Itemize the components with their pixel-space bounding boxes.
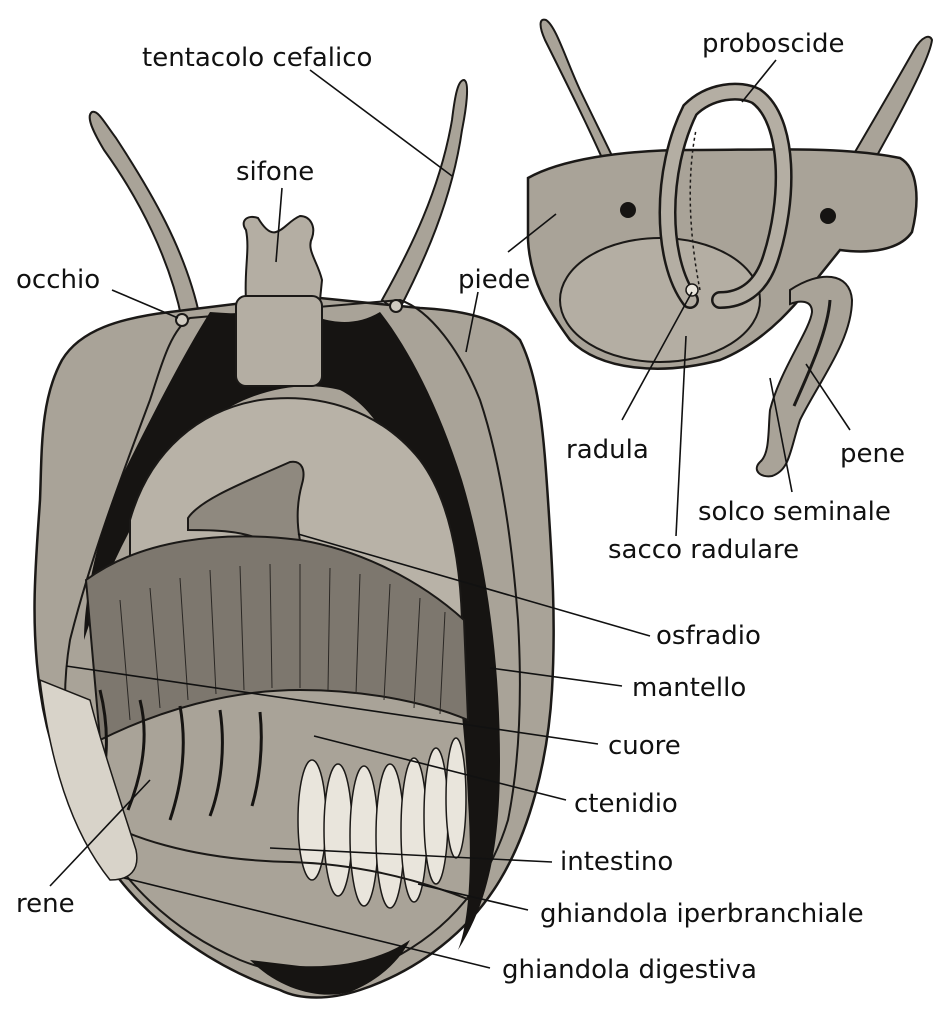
right-tentacle <box>380 78 469 314</box>
label-proboscide: proboscide <box>702 29 845 59</box>
leader-solco <box>769 377 793 493</box>
mantle-band <box>84 535 470 742</box>
leader-tentacolo <box>309 69 453 177</box>
label-ghiandola-iperbranchiale: ghiandola iperbranchiale <box>540 899 864 929</box>
radula-tip <box>685 283 699 297</box>
leader-mantello <box>489 667 623 687</box>
left-tentacle <box>88 110 202 322</box>
leader-piede-head <box>507 213 557 253</box>
label-cuore: cuore <box>608 731 681 761</box>
leader-cuore <box>65 665 599 745</box>
label-mantello: mantello <box>632 673 746 703</box>
leader-pene <box>805 363 851 431</box>
head-right-eye <box>820 208 836 224</box>
leader-proboscide <box>741 59 777 103</box>
label-intestino: intestino <box>560 847 673 877</box>
label-ctenidio: ctenidio <box>574 789 678 819</box>
kidney <box>39 678 138 881</box>
seminal-groove <box>792 299 832 407</box>
leader-iperbranchiale <box>417 883 529 911</box>
label-ghiandola-digestiva: ghiandola digestiva <box>502 955 757 985</box>
leader-digestiva <box>123 877 491 969</box>
leader-lines <box>49 59 851 969</box>
shell-apex <box>250 940 410 995</box>
leader-occhio <box>111 289 179 319</box>
label-tentacolo-cefalico: tentacolo cefalico <box>142 43 372 73</box>
label-sifone: sifone <box>236 157 314 187</box>
snail-dorsal-view <box>33 78 555 999</box>
penis <box>755 275 854 478</box>
snail-head-ventral-view <box>526 18 934 478</box>
mantle-striations <box>119 563 446 721</box>
siphon <box>242 214 324 301</box>
leader-intestino <box>269 847 553 863</box>
leader-rene <box>49 779 151 887</box>
label-sacco-radulare: sacco radulare <box>608 535 799 565</box>
leader-ctenidio <box>313 735 567 801</box>
left-eye <box>175 313 189 327</box>
leader-radula <box>621 291 693 421</box>
radular-sac-line <box>689 129 701 291</box>
leader-sifone <box>275 187 283 263</box>
leader-piede <box>465 291 479 353</box>
right-eye <box>389 299 403 313</box>
label-osfradio: osfradio <box>656 621 761 651</box>
label-occhio: occhio <box>16 265 100 295</box>
siphon-tube <box>235 295 323 387</box>
leader-sacco <box>675 335 687 537</box>
labels: tentacolo cefalico sifone occhio piede p… <box>16 29 905 985</box>
label-piede: piede <box>458 265 530 295</box>
leader-osfradio <box>297 533 651 637</box>
label-radula: radula <box>566 435 649 465</box>
label-rene: rene <box>16 889 75 919</box>
label-pene: pene <box>840 439 905 469</box>
label-solco-seminale: solco seminale <box>698 497 891 527</box>
head-left-eye <box>620 202 636 218</box>
proboscis-inner <box>661 85 791 307</box>
